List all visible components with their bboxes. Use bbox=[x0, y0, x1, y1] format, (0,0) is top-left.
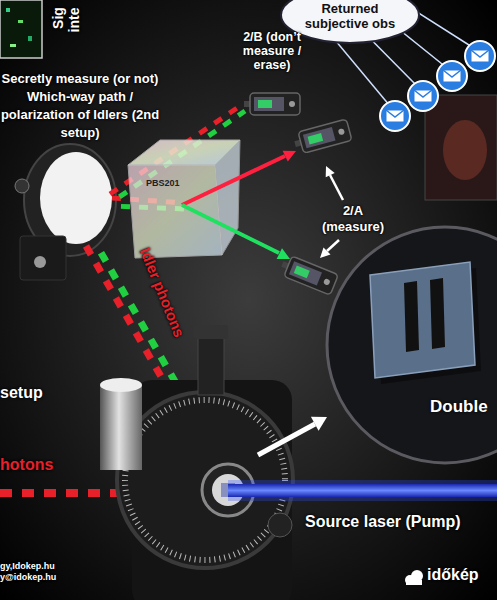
detector-2a-green bbox=[278, 254, 338, 295]
credit-text: y@idokep.hu bbox=[0, 572, 56, 582]
pointer-line bbox=[258, 424, 315, 455]
top-knob-cap bbox=[194, 325, 228, 339]
pointer-line bbox=[327, 240, 339, 251]
logo-text: időkép bbox=[427, 566, 479, 584]
lock-screw bbox=[268, 513, 292, 537]
node-outline bbox=[325, 225, 497, 465]
laser-glow bbox=[228, 480, 497, 501]
envelope-icon bbox=[465, 41, 495, 71]
cube-front bbox=[128, 165, 222, 258]
slit bbox=[430, 278, 445, 349]
observation-oval: Returned subjective obs bbox=[280, 0, 420, 44]
photo-figure bbox=[443, 120, 487, 180]
cropped-label: hotons bbox=[0, 456, 53, 474]
side-knob bbox=[100, 385, 142, 470]
thumbnail-dot bbox=[18, 20, 23, 23]
magnifier-circle: Double bbox=[325, 225, 497, 465]
arrow-head bbox=[326, 166, 335, 177]
double-slit-plate bbox=[370, 262, 475, 378]
slit bbox=[404, 281, 419, 352]
oval-shape bbox=[281, 0, 419, 43]
side-knob-top bbox=[100, 378, 142, 392]
mount-screw bbox=[34, 256, 46, 268]
circle-shape bbox=[327, 227, 497, 463]
mirror bbox=[40, 152, 112, 244]
thumbnail bbox=[0, 0, 42, 58]
red-beam bbox=[182, 156, 285, 205]
top-knob bbox=[198, 335, 224, 395]
oval-text: Returned subjective obs bbox=[280, 0, 420, 31]
photo bbox=[425, 95, 497, 200]
magnifier-ground bbox=[327, 227, 497, 463]
logo-cloud bbox=[406, 580, 422, 585]
detector-2a-red bbox=[292, 119, 352, 155]
pump-laser bbox=[228, 484, 497, 497]
envelope-icon bbox=[437, 61, 467, 91]
source-label: Source laser (Pump) bbox=[305, 513, 461, 531]
option-label: 2/B (don’t measure / erase) bbox=[232, 30, 312, 72]
node-label: Double bbox=[430, 397, 488, 417]
green-beam bbox=[182, 205, 279, 253]
pointer-line bbox=[330, 175, 343, 200]
cropped-title: Sig bbox=[50, 7, 66, 29]
thumbnail-dot bbox=[28, 36, 32, 41]
option-label: 2/A (measure) bbox=[318, 203, 388, 235]
cropped-label: setup bbox=[0, 384, 43, 402]
mirror-mount bbox=[20, 236, 66, 280]
thumbnail-dot bbox=[6, 8, 10, 12]
arrow-head bbox=[320, 248, 331, 259]
detector-2b bbox=[244, 93, 300, 115]
arrow-head bbox=[283, 151, 296, 162]
envelope-icon bbox=[408, 81, 438, 111]
cropped-title: inte bbox=[66, 8, 82, 33]
arrow-head bbox=[277, 248, 290, 259]
mirror-screw bbox=[15, 179, 29, 193]
envelope-icon bbox=[380, 101, 410, 131]
setup-note: Secretly measure (or not) Which-way path… bbox=[0, 70, 160, 142]
signal-beam bbox=[0, 489, 120, 497]
thumbnail-dot bbox=[10, 44, 16, 47]
part-name: PBS201 bbox=[146, 178, 180, 188]
credit-text: gy,Idokep.hu bbox=[0, 561, 55, 571]
arrow-head bbox=[311, 417, 327, 431]
